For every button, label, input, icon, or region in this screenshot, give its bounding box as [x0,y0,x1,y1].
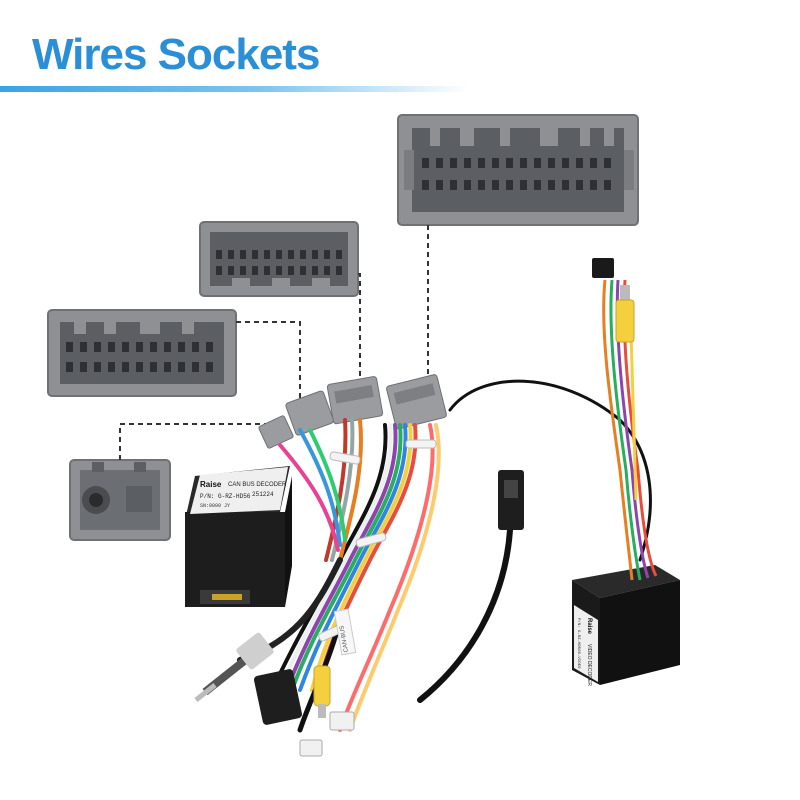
cable-tag-label: CAN-BUS [339,625,350,653]
video-input-plug [592,258,614,278]
wire-bundle [237,379,652,733]
can-box-serial: SN:0000 JY [200,503,230,509]
video-box-part-number: P/N: G-RZ-HD560-VIDEO [576,618,581,669]
can-box-part-number: P/N: G-RZ-HD56 [200,493,251,500]
power-plug-black [253,669,303,725]
antenna-plug [194,632,274,702]
left-socket-connector [47,309,237,397]
cable-tag [333,608,357,656]
page-title: Wires Sockets [32,30,320,79]
can-box-code: 251224 [252,491,274,498]
can-box-product: CAN BUS DECODER [228,482,287,488]
title-underline [0,86,470,92]
video-box-product: VIDEO DECODER [586,644,592,686]
video-decoder-box [572,565,680,685]
white-plugs [299,711,355,757]
antenna-socket-connector [69,459,171,541]
can-box-brand: Raise [200,480,222,489]
harness-plugs [258,374,447,449]
medium-socket-connector [199,221,359,297]
can-bus-decoder-box [185,466,292,607]
rca-plug-yellow-2 [313,665,331,718]
video-box-brand: Raise [586,618,592,635]
large-socket-connector [397,114,639,226]
usb-plug [498,470,524,530]
leader-lines [119,225,429,460]
rca-plug-yellow [615,285,635,343]
